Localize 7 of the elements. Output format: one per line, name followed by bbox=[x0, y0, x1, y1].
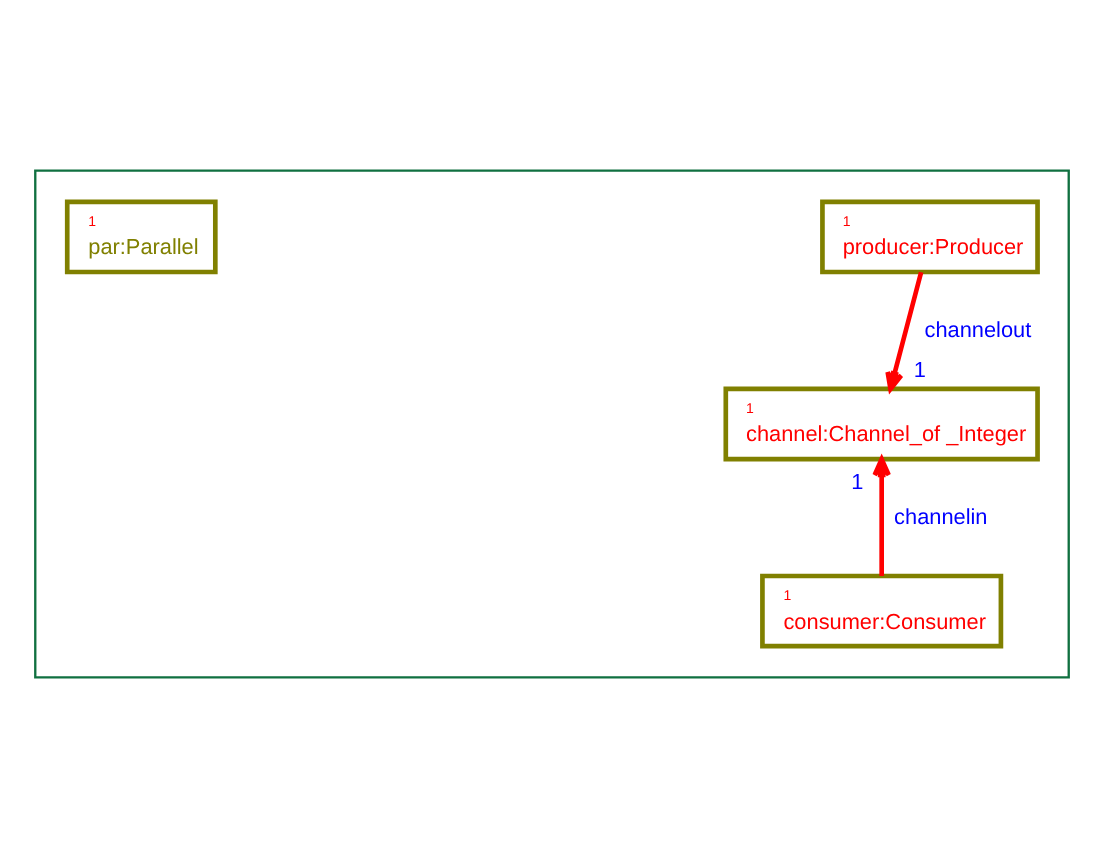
arrow bbox=[885, 271, 924, 392]
edge-label: channelout bbox=[924, 319, 1032, 344]
label: 1 bbox=[913, 359, 927, 384]
edge-label: channelin bbox=[894, 506, 988, 531]
cluster bbox=[34, 169, 1070, 679]
arrow bbox=[872, 456, 892, 576]
label: 1 bbox=[851, 471, 864, 496]
